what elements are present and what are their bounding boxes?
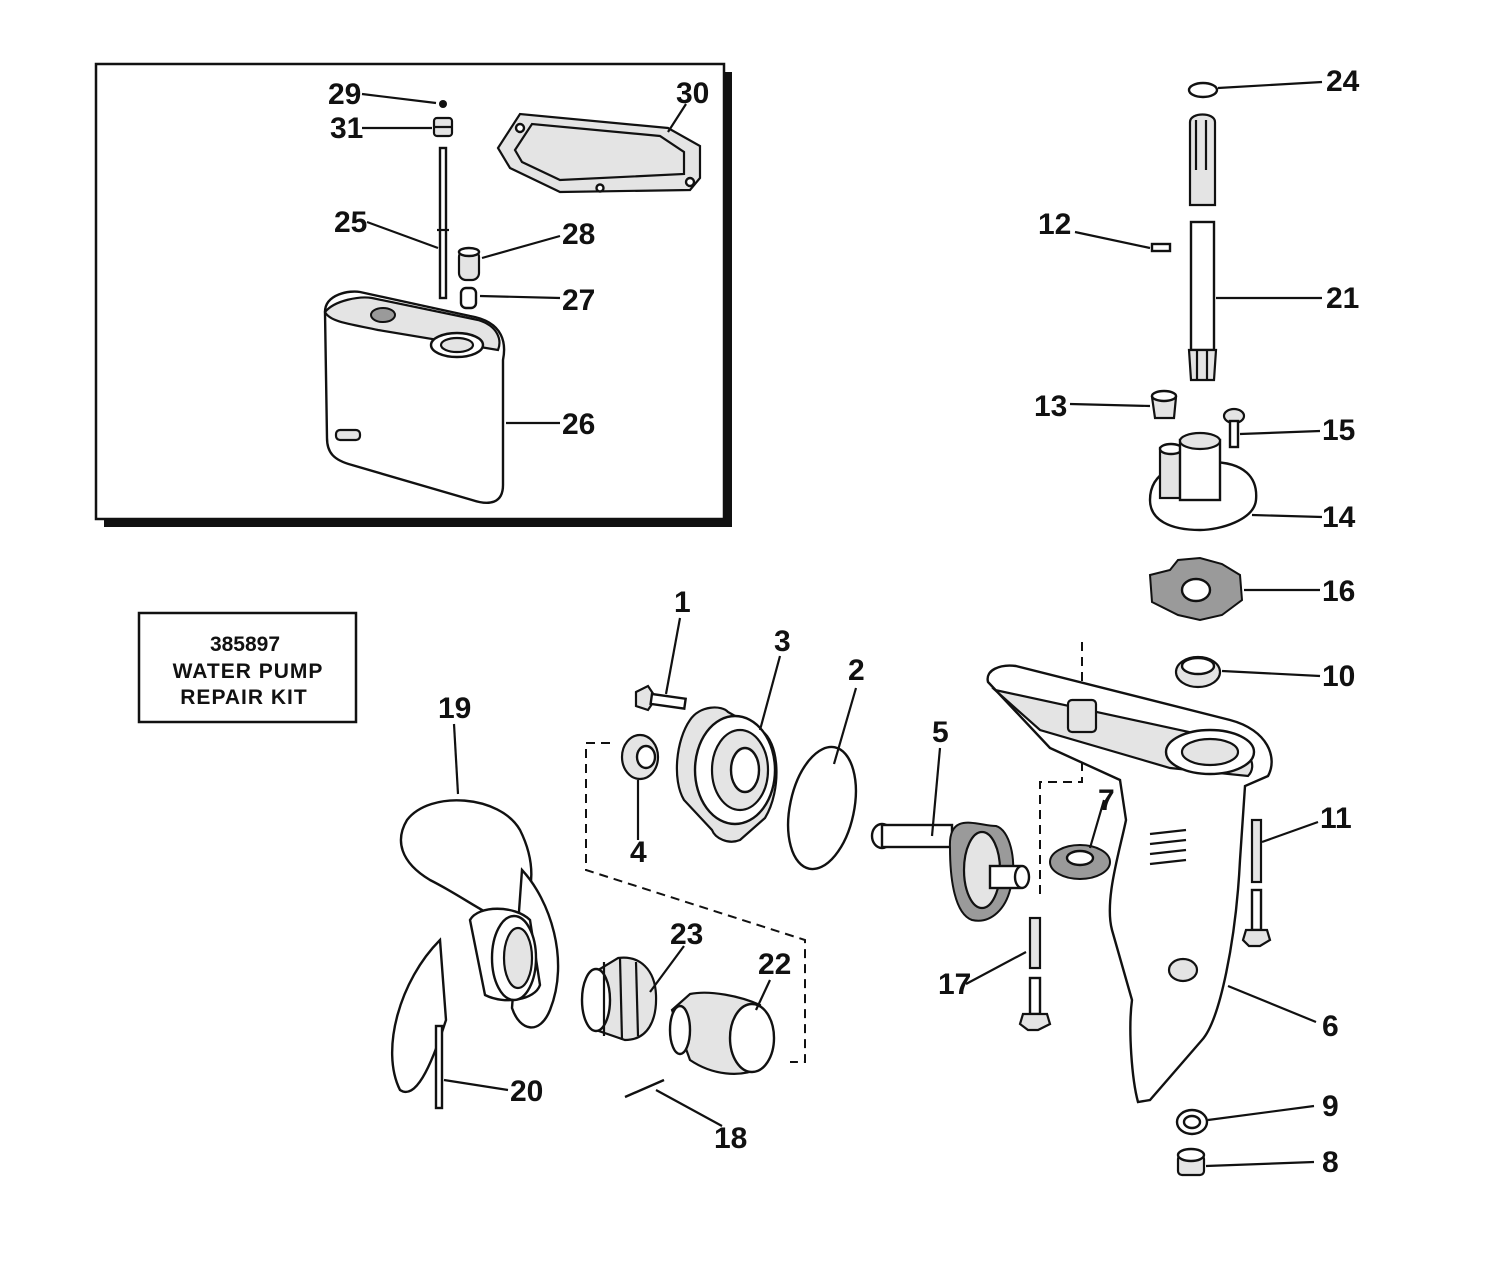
callout-24: 24 <box>1326 65 1360 98</box>
part-20-cotter-pin <box>434 1024 444 1110</box>
part-8-plug <box>1176 1147 1206 1177</box>
part-22-prop-hub <box>668 991 776 1075</box>
callout-4: 4 <box>630 836 647 869</box>
part-31-grommet <box>432 116 454 138</box>
part-24-o-ring <box>1187 81 1219 99</box>
callout-25: 25 <box>334 206 367 239</box>
callout-7: 7 <box>1098 784 1115 817</box>
part-10-liner <box>1174 655 1222 689</box>
part-14-pump-housing <box>1148 431 1258 532</box>
kit-part-number: 385897 <box>210 633 280 656</box>
callout-31: 31 <box>330 112 363 145</box>
callout-8: 8 <box>1322 1146 1339 1179</box>
part-13-grommet <box>1150 389 1178 420</box>
part-6-gearcase <box>986 664 1273 1104</box>
callout-28: 28 <box>562 218 595 251</box>
kit-bracket <box>585 742 806 1063</box>
part-18-shear-pin <box>624 1078 665 1099</box>
part-15-screw <box>1222 407 1246 449</box>
callout-11: 11 <box>1320 802 1352 835</box>
callout-3: 3 <box>774 625 791 658</box>
callout-26: 26 <box>562 408 595 441</box>
callout-9: 9 <box>1322 1090 1339 1123</box>
part-25-rod <box>437 146 449 300</box>
part-5-propeller-shaft <box>870 821 1031 922</box>
guide-line <box>1039 762 1083 900</box>
callout-30: 30 <box>676 77 709 110</box>
callout-1: 1 <box>674 586 691 619</box>
part-4-spacer <box>620 733 660 781</box>
callout-19: 19 <box>438 692 471 725</box>
kit-title-line1: WATER PUMP <box>173 660 324 683</box>
callout-6: 6 <box>1322 1010 1339 1043</box>
callout-18: 18 <box>714 1122 747 1155</box>
callout-21: 21 <box>1326 282 1359 315</box>
leader-lines <box>361 80 1323 1168</box>
callout-29: 29 <box>328 78 361 111</box>
callout-16: 16 <box>1322 575 1355 608</box>
callout-23: 23 <box>670 918 703 951</box>
repair-kit-label: 385897 WATER PUMP REPAIR KIT <box>137 611 358 724</box>
callout-27: 27 <box>562 284 595 317</box>
part-3-bearing-housing <box>675 706 778 843</box>
kit-title-line2: REPAIR KIT <box>180 686 307 709</box>
part-21-drive-shaft <box>1187 113 1218 382</box>
part-19-propeller <box>390 799 560 1093</box>
part-27-bushing <box>459 286 478 310</box>
part-2-o-ring <box>786 745 858 871</box>
part-26-exhaust-housing <box>323 290 506 504</box>
part-28-bushing <box>457 246 481 282</box>
callout-22: 22 <box>758 948 791 981</box>
part-9-washer <box>1175 1108 1209 1136</box>
callout-17: 17 <box>938 968 971 1001</box>
part-12-pin <box>1150 242 1172 253</box>
part-17-screw <box>1018 916 1052 1032</box>
part-11-screw <box>1241 818 1272 948</box>
callout-10: 10 <box>1322 660 1355 693</box>
callout-labels: 29 31 30 25 28 27 26 24 12 21 13 15 14 1… <box>328 65 1360 1179</box>
part-30-gasket <box>496 112 702 194</box>
callout-2: 2 <box>848 654 865 687</box>
callout-20: 20 <box>510 1075 543 1108</box>
callout-13: 13 <box>1034 390 1067 423</box>
callout-12: 12 <box>1038 208 1071 241</box>
callout-14: 14 <box>1322 501 1356 534</box>
callout-5: 5 <box>932 716 949 749</box>
part-7-pinion-gear <box>1049 844 1111 880</box>
part-1-screw <box>634 684 688 712</box>
part-23-thrust-hub <box>580 956 658 1042</box>
part-29-ball <box>439 100 447 108</box>
part-16-impeller <box>1148 556 1244 622</box>
callout-15: 15 <box>1322 414 1355 447</box>
